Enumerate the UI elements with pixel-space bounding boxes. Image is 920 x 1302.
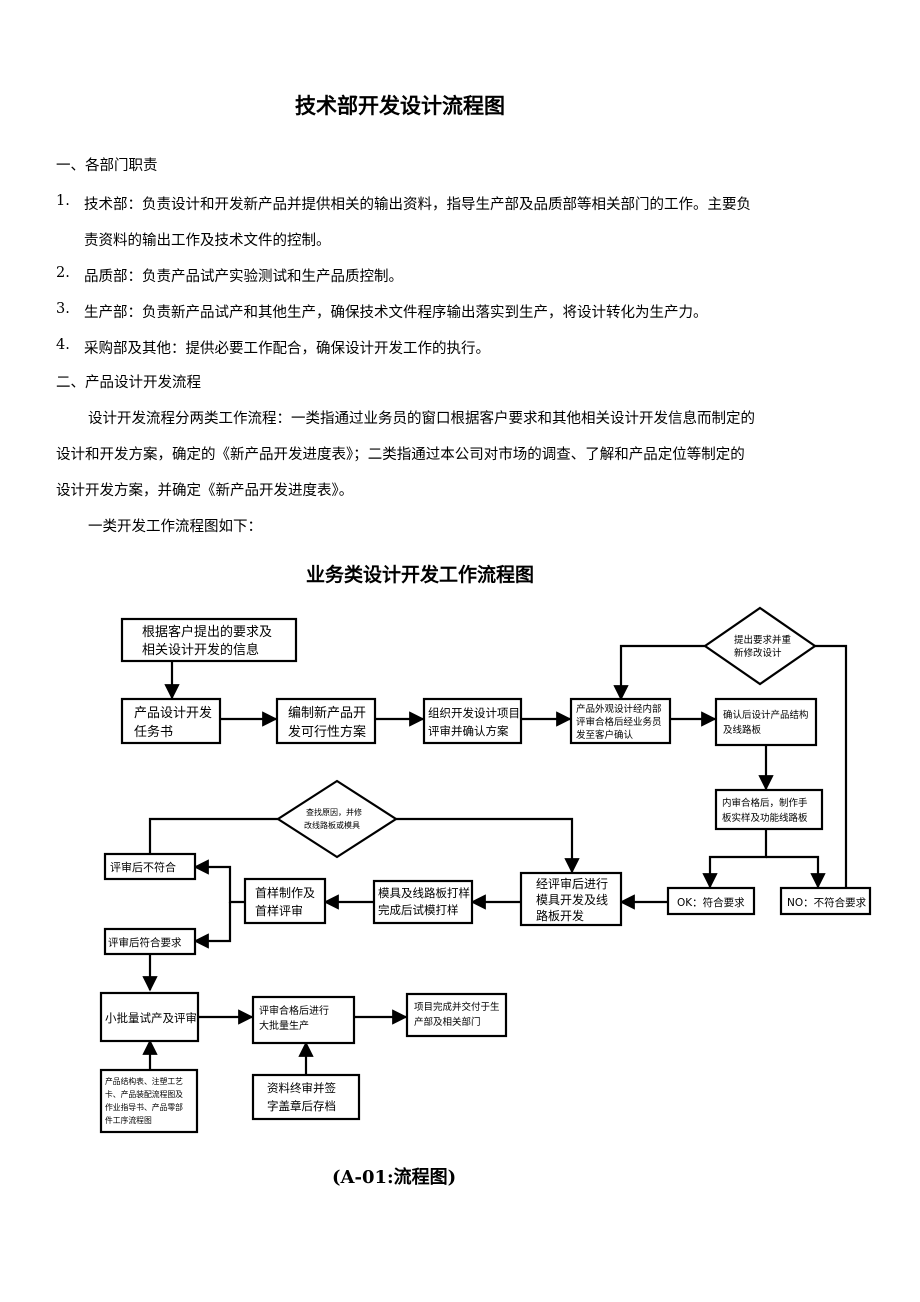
duty-tech-line2: 责资料的输出工作及技术文件的控制。 [84,233,331,249]
node-handover-line2: 产部及相关部门 [414,1016,481,1028]
node-trial-print-line2: 完成后试模打样 [378,903,459,917]
node-docs-line3: 作业指导书、产品零部 [105,1102,183,1112]
process-paragraph-line2: 设计和开发方案，确定的《新产品开发进度表》；二类指通过本公司对市场的调查、了解和… [56,447,745,463]
duty-quality: 品质部：负责产品试产实验测试和生产品质控制。 [84,269,403,285]
node-docs-line2: 卡、产品装配流程图及 [105,1089,183,1099]
list-number: 3. [56,301,70,317]
flowchart-caption: (A-01:流程图) [332,1167,457,1188]
node-handover-line1: 项目完成并交付于生 [414,1001,500,1013]
node-mass-production-line2: 大批量生产 [259,1019,309,1032]
node-internal-review-line2: 板实样及功能线路板 [722,812,808,824]
duty-purchasing: 采购部及其他：提供必要工作配合，确保设计开发工作的执行。 [84,341,490,357]
node-archive: 资料终审并签 字盖章后存档 [251,1073,361,1121]
node-review-plan-line2: 评审并确认方案 [428,724,509,738]
node-docs: 产品结构表、注塑工艺 卡、产品装配流程图及 作业指导书、产品零部 件工序流程图 [99,1068,199,1134]
node-conform-label: 评审后符合要求 [108,936,182,949]
node-trial-print-line1: 模具及线路板打样 [378,886,470,900]
duty-tech-line1: 技术部：负责设计和开发新产品并提供相关的输出资料，指导生产部及品质部等相关部门的… [84,197,751,213]
node-no-label: NO：不符合要求 [787,896,867,909]
node-mass-production-line1: 评审合格后进行 [259,1004,329,1017]
node-feasibility-line2: 发可行性方案 [288,724,366,740]
node-docs-line4: 件工序流程图 [105,1115,152,1125]
node-feasibility-line1: 编制新产品开 [288,705,366,721]
node-not-conform: 评审后不符合 [103,852,197,881]
node-start: 根据客户提出的要求及 相关设计开发的信息 [120,617,298,663]
node-start-line1: 根据客户提出的要求及 [142,624,272,640]
node-decision-cause-line2: 改线路板或模具 [304,820,360,830]
list-number: 4. [56,337,70,353]
node-handover: 项目完成并交付于生 产部及相关部门 [405,992,508,1038]
node-appearance: 产品外观设计经内部 评审合格后经业务员 发至客户确认 [569,697,672,745]
node-confirm-structure-line2: 及线路板 [723,724,762,736]
list-number: 2. [56,265,70,281]
node-small-batch-label: 小批量试产及评审 [105,1011,197,1025]
node-ok: OK：符合要求 [666,886,756,916]
flow-intro: 一类开发工作流程图如下： [88,519,262,535]
node-start-line2: 相关设计开发的信息 [142,642,259,658]
list-number: 1. [56,193,70,209]
node-task-line2: 任务书 [134,724,173,740]
node-decision-cause-line1: 查找原因，并修 [306,807,362,817]
process-paragraph-line1: 设计开发流程分两类工作流程：一类指通过业务员的窗口根据客户要求和其他相关设计开发… [88,411,755,427]
node-mold-dev: 经评审后进行 模具开发及线 路板开发 [519,871,623,927]
node-ok-label: OK：符合要求 [677,896,745,909]
section-heading-process: 二、产品设计开发流程 [56,375,201,391]
node-mold-dev-line3: 路板开发 [536,908,584,923]
node-first-sample-line1: 首样制作及 [255,885,315,900]
node-decision-redesign-line2: 新修改设计 [734,647,782,659]
node-internal-review: 内审合格后，制作手 板实样及功能线路板 [714,788,824,831]
node-feasibility: 编制新产品开 发可行性方案 [275,697,377,745]
node-appearance-line2: 评审合格后经业务员 [576,716,662,728]
node-not-conform-label: 评审后不符合 [110,860,176,874]
flowchart-title: 业务类设计开发工作流程图 [305,564,534,586]
node-archive-line2: 字盖章后存档 [267,1099,336,1113]
node-review-plan-line1: 组织开发设计项目 [428,706,520,720]
node-decision-redesign-line1: 提出要求并重 [734,634,792,646]
page-title: 技术部开发设计流程图 [295,94,505,118]
node-small-batch: 小批量试产及评审 [99,991,200,1043]
duty-production: 生产部：负责新产品试产和其他生产，确保技术文件程序输出落实到生产，将设计转化为生… [84,305,708,321]
node-first-sample-line2: 首样评审 [255,903,303,918]
process-paragraph-line3: 设计开发方案，并确定《新产品开发进度表》。 [56,483,354,499]
node-internal-review-line1: 内审合格后，制作手 [722,797,808,809]
section-heading-duties: 一、各部门职责 [56,158,158,174]
node-mold-dev-line2: 模具开发及线 [536,892,608,907]
node-appearance-line3: 发至客户确认 [576,729,634,741]
node-mass-production: 评审合格后进行 大批量生产 [251,995,356,1045]
node-decision-cause: 查找原因，并修 改线路板或模具 [275,779,399,859]
node-review-plan: 组织开发设计项目 评审并确认方案 [422,697,523,745]
node-trial-print: 模具及线路板打样 完成后试模打样 [372,879,474,925]
node-conform: 评审后符合要求 [103,927,197,956]
node-no: NO：不符合要求 [779,886,872,916]
node-task-line1: 产品设计开发 [134,705,212,721]
node-confirm-structure-line1: 确认后设计产品结构 [723,709,809,721]
node-confirm-structure: 确认后设计产品结构 及线路板 [714,697,818,747]
node-task: 产品设计开发 任务书 [120,697,222,745]
node-docs-line1: 产品结构表、注塑工艺 [105,1076,183,1086]
node-first-sample: 首样制作及 首样评审 [243,877,327,925]
node-decision-redesign: 提出要求并重 新修改设计 [703,606,817,686]
node-appearance-line1: 产品外观设计经内部 [576,703,662,715]
node-archive-line1: 资料终审并签 [267,1081,336,1095]
node-mold-dev-line1: 经评审后进行 [536,876,608,891]
